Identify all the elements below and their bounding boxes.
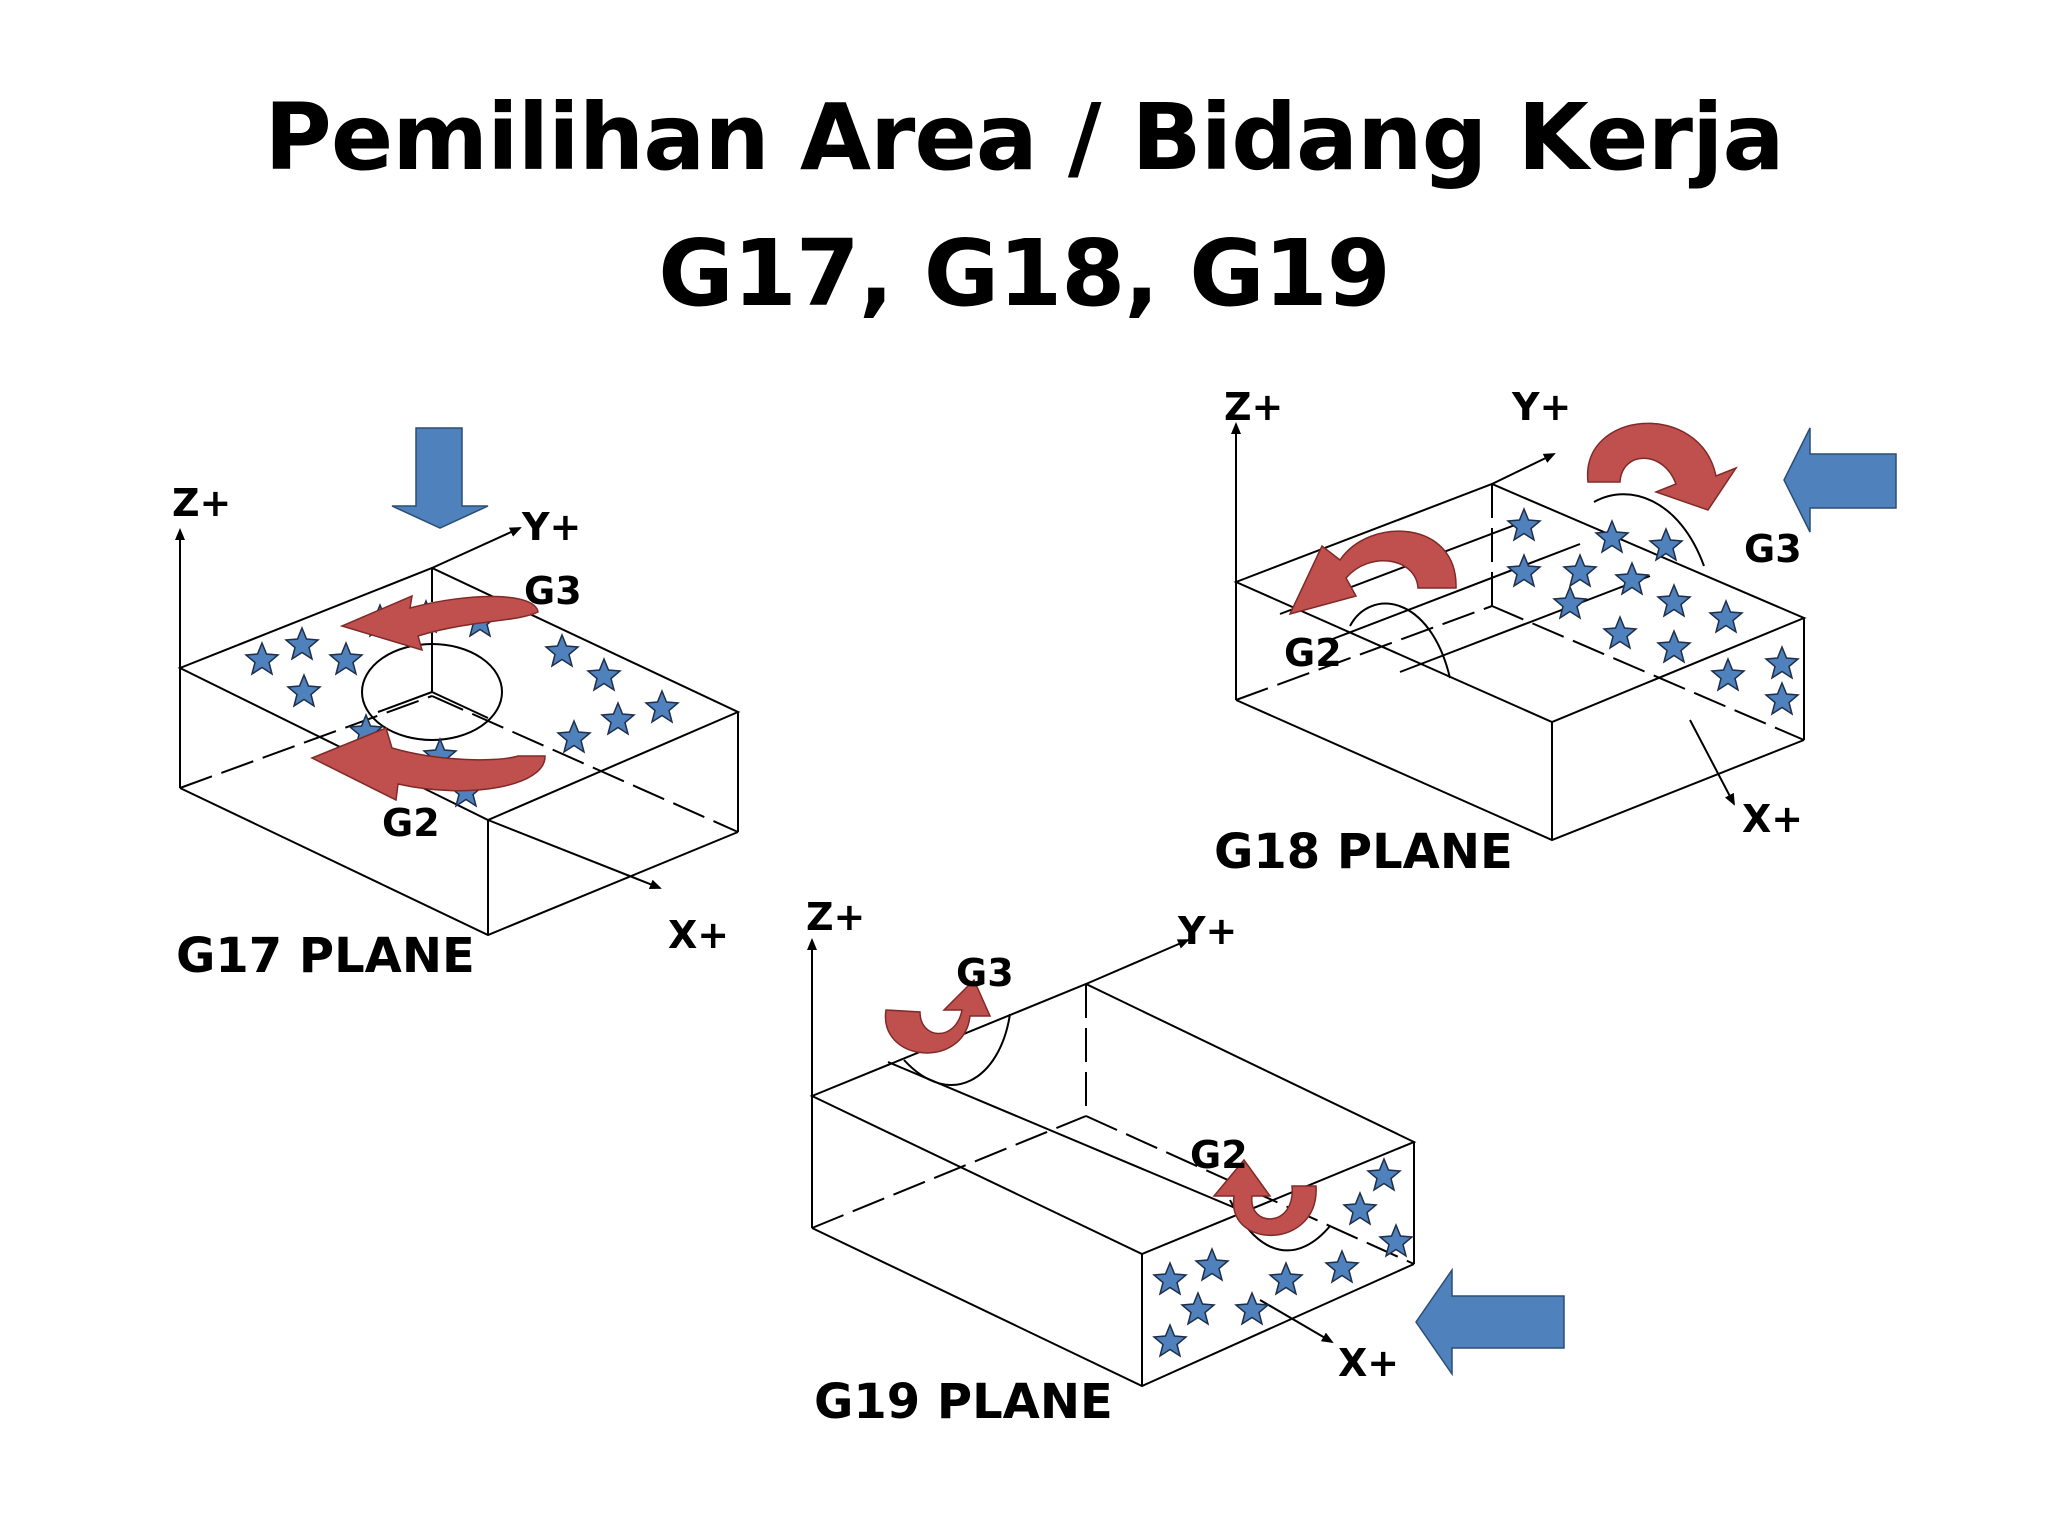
g18-g3-arrow <box>1587 422 1738 511</box>
g18-y-axis-label: Y+ <box>1511 385 1571 429</box>
g17-g3-arrow <box>339 594 539 652</box>
g19-g3-label: G3 <box>956 951 1014 995</box>
g18-plane-label: G18 PLANE <box>1214 824 1513 880</box>
g17-g2-label: G2 <box>382 801 440 845</box>
g18-axes <box>1231 422 1735 806</box>
g17-x-axis-label: X+ <box>668 913 729 957</box>
g19-axes <box>807 938 1334 1344</box>
g19-stars <box>1153 1158 1413 1357</box>
g17-direction-arrow <box>391 427 489 529</box>
g19-z-axis-label: Z+ <box>806 895 865 939</box>
g18-labels: Z+ Y+ X+ G2 G3 G18 PLANE <box>1214 385 1803 880</box>
g18-g3-label: G3 <box>1744 527 1802 571</box>
g19-y-axis-label: Y+ <box>1177 909 1237 953</box>
g18-direction-arrow <box>1783 427 1897 533</box>
g17-g2-arrow <box>310 726 546 802</box>
g19-diagram <box>807 938 1565 1388</box>
g19-direction-arrow <box>1415 1267 1565 1377</box>
g18-g2-label: G2 <box>1284 631 1342 675</box>
title-line-2: G17, G18, G19 <box>658 220 1391 327</box>
title-line-1: Pemilihan Area / Bidang Kerja <box>264 84 1784 191</box>
g17-axes <box>175 527 662 889</box>
g19-plane-label: G19 PLANE <box>814 1374 1113 1430</box>
slide-title: Pemilihan Area / Bidang Kerja G17, G18, … <box>0 70 2048 342</box>
g19-x-axis-label: X+ <box>1338 1341 1399 1385</box>
g17-z-axis-label: Z+ <box>172 481 231 525</box>
g19-labels: Z+ Y+ X+ G3 G2 G19 PLANE <box>806 895 1399 1430</box>
g19-g2-arrow <box>1212 1158 1317 1237</box>
g18-g2-arrow <box>1288 530 1457 616</box>
g17-labels: Z+ Y+ X+ G3 G2 G17 PLANE <box>172 481 729 984</box>
g18-diagram <box>1231 422 1897 842</box>
g19-g3-arrow <box>884 978 992 1054</box>
g18-x-axis-label: X+ <box>1742 797 1803 841</box>
g17-plane-label: G17 PLANE <box>176 928 475 984</box>
g19-g2-label: G2 <box>1190 1133 1248 1177</box>
g18-z-axis-label: Z+ <box>1224 385 1283 429</box>
g17-g3-label: G3 <box>524 569 582 613</box>
g17-diagram <box>175 427 741 937</box>
g17-y-axis-label: Y+ <box>521 505 581 549</box>
g17-block <box>177 566 741 937</box>
